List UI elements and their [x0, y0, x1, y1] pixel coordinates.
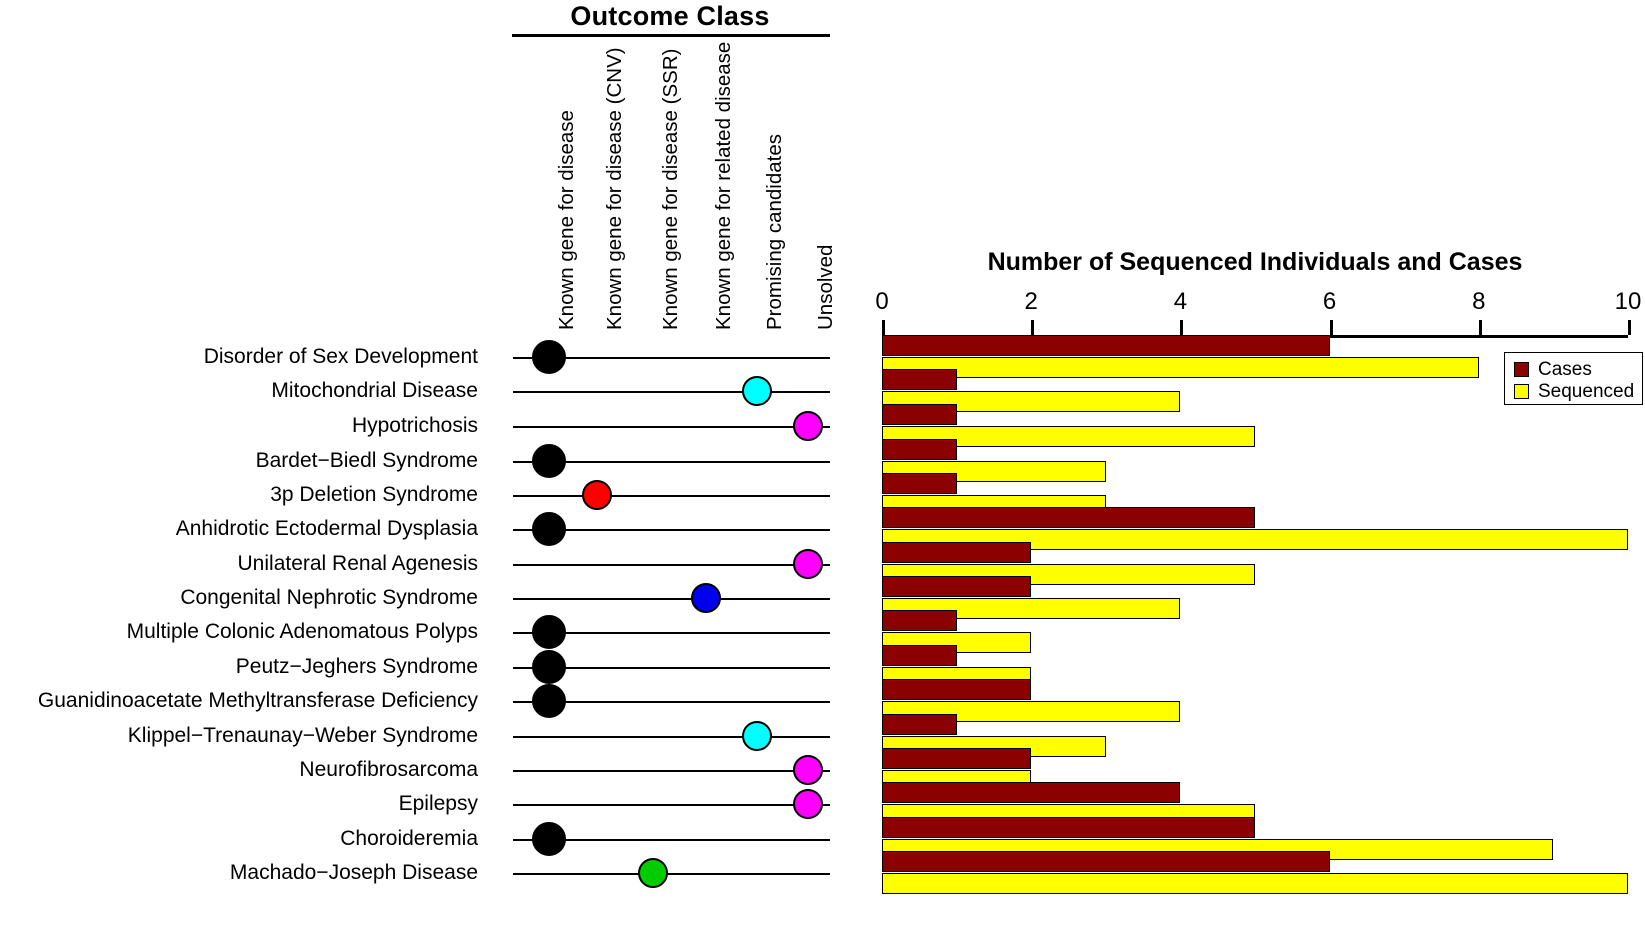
disease-label: Epilepsy [398, 792, 478, 815]
outcome-dot [742, 376, 772, 406]
bar-cases [882, 439, 957, 460]
bar-sequenced [882, 529, 1628, 550]
legend-item: Cases [1514, 358, 1642, 380]
disease-label: Mitochondrial Disease [271, 379, 478, 402]
bar-cases [882, 679, 1032, 700]
lollipop-stem [513, 804, 830, 806]
x-tick-mark [1478, 320, 1482, 335]
outcome-dot [793, 789, 823, 819]
legend-swatch [1514, 383, 1529, 399]
disease-label: Machado−Joseph Disease [229, 861, 478, 884]
bar-sequenced [882, 357, 1479, 378]
bar-cases [882, 507, 1255, 528]
lollipop-stem [513, 667, 830, 669]
lollipop-stem [513, 873, 830, 875]
lollipop-stem [513, 736, 830, 738]
disease-label: Hypotrichosis [351, 414, 478, 437]
bar-cases [882, 369, 957, 390]
disease-label: Bardet−Biedl Syndrome [255, 449, 478, 472]
x-tick-mark [882, 320, 885, 335]
lollipop-stem [513, 701, 830, 703]
bar-cases [882, 851, 1330, 872]
disease-label: Choroideremia [340, 827, 478, 850]
lollipop-stem [513, 839, 830, 841]
bar-cases [882, 817, 1255, 838]
outcome-dot [532, 684, 566, 718]
outcome-dot [582, 480, 612, 510]
bar-sequenced [882, 598, 1181, 619]
outcome-class-rule [512, 34, 830, 37]
legend-label: Sequenced [1538, 380, 1635, 402]
disease-label: Disorder of Sex Development [203, 345, 478, 368]
disease-label: Congenital Nephrotic Syndrome [180, 586, 478, 609]
outcome-dot [638, 858, 668, 888]
outcome-dot [532, 822, 566, 856]
outcome-dot [532, 650, 566, 684]
lollipop-stem [513, 598, 830, 600]
outcome-dot [532, 340, 566, 374]
x-tick-label: 10 [1614, 288, 1642, 315]
bar-cases [882, 404, 957, 425]
legend-label: Cases [1538, 358, 1592, 380]
outcome-class-title: Outcome Class [570, 1, 770, 31]
disease-label: Guanidinoacetate Methyltransferase Defic… [37, 689, 478, 712]
bar-sequenced [882, 701, 1181, 722]
disease-label: Klippel−Trenaunay−Weber Syndrome [127, 724, 478, 747]
lollipop-stem [513, 770, 830, 772]
outcome-dot [532, 444, 566, 478]
outcome-dot [793, 411, 823, 441]
bar-chart-title: Number of Sequenced Individuals and Case… [987, 248, 1523, 276]
bar-cases [882, 748, 1032, 769]
lollipop-stem [513, 564, 830, 566]
bar-sequenced [882, 873, 1628, 894]
x-tick-mark [1180, 320, 1184, 335]
x-tick-label: 4 [1173, 288, 1188, 315]
bar-sequenced [882, 391, 1181, 412]
disease-label: Multiple Colonic Adenomatous Polyps [126, 620, 478, 643]
disease-label: Unilateral Renal Agenesis [237, 552, 478, 575]
lollipop-stem [513, 426, 830, 428]
bar-cases [882, 782, 1181, 803]
outcome-dot [532, 512, 566, 546]
x-tick-mark [1329, 320, 1333, 335]
lollipop-stem [513, 529, 830, 531]
bar-sequenced [882, 426, 1255, 447]
bar-cases [882, 473, 957, 494]
outcome-dot [793, 549, 823, 579]
outcome-dot [691, 583, 721, 613]
legend-swatch [1514, 361, 1529, 377]
disease-label: Peutz−Jeghers Syndrome [235, 655, 478, 678]
lollipop-stem [513, 357, 830, 359]
x-tick-label: 0 [875, 288, 889, 315]
x-tick-mark [1031, 320, 1035, 335]
bar-cases [882, 645, 957, 666]
bar-cases [882, 335, 1330, 356]
legend-item: Sequenced [1514, 380, 1642, 402]
lollipop-stem [513, 461, 830, 463]
lollipop-stem [513, 632, 830, 634]
disease-label: Anhidrotic Ectodermal Dysplasia [175, 517, 478, 540]
bar-cases [882, 714, 957, 735]
bar-cases [882, 542, 1032, 563]
outcome-dot [532, 615, 566, 649]
lollipop-stem [513, 391, 830, 393]
lollipop-stem [513, 495, 830, 497]
outcome-dot [742, 721, 772, 751]
x-tick-label: 6 [1322, 288, 1337, 315]
bar-cases [882, 610, 957, 631]
x-tick-label: 8 [1472, 288, 1486, 315]
bar-cases [882, 576, 1032, 597]
disease-label: Neurofibrosarcoma [299, 758, 478, 781]
outcome-dot [793, 755, 823, 785]
disease-label: 3p Deletion Syndrome [270, 483, 478, 506]
x-tick-label: 2 [1024, 288, 1038, 315]
x-tick-mark [1628, 320, 1631, 335]
